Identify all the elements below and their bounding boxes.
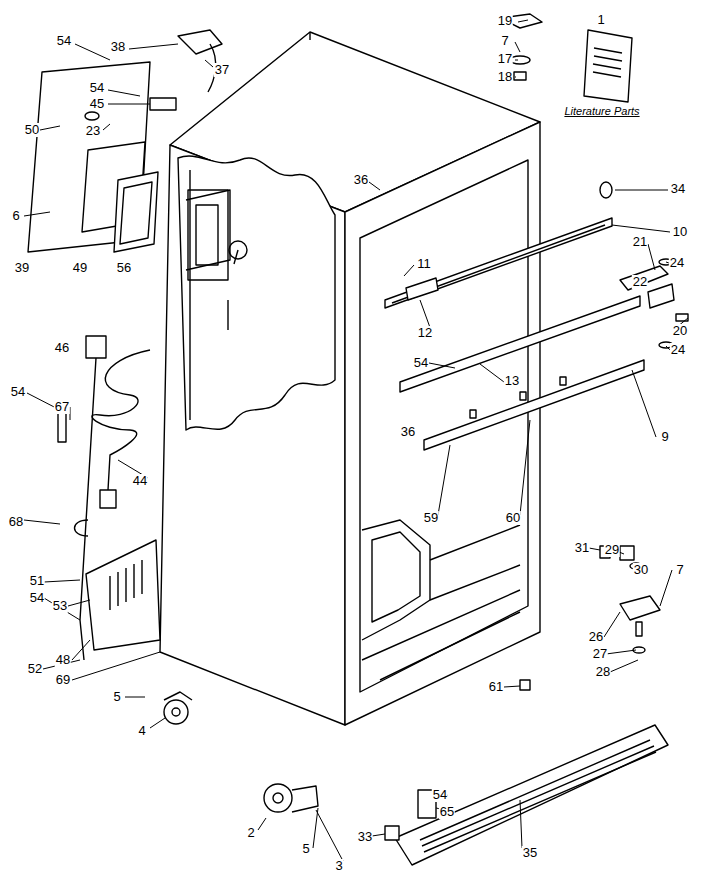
callout-number: 27: [592, 647, 608, 661]
callout-number: 6: [11, 209, 20, 223]
callout-number: 38: [110, 40, 126, 54]
callout-number: 53: [52, 599, 68, 613]
callout-number: 2: [246, 826, 255, 840]
callout-number: 33: [357, 830, 373, 844]
callout-number: 49: [72, 261, 88, 275]
callout-number: 4: [137, 724, 146, 738]
callout-number: 20: [672, 324, 688, 338]
callout-number: 54: [413, 356, 429, 370]
callout-number: 12: [417, 326, 433, 340]
callout-number: 46: [54, 341, 70, 355]
callout-number: 48: [55, 653, 71, 667]
callout-number: 61: [488, 680, 504, 694]
callout-number: 28: [595, 665, 611, 679]
callout-number: 19: [497, 14, 513, 28]
literature-label: Literature Parts: [563, 104, 640, 118]
callout-number: 31: [574, 541, 590, 555]
callout-number: 5: [301, 842, 310, 856]
callout-number: 69: [55, 673, 71, 687]
callout-number: 7: [500, 34, 509, 48]
callout-number: 11: [416, 257, 432, 271]
callout-number: 45: [89, 97, 105, 111]
callout-number: 13: [504, 374, 520, 388]
callout-number: 56: [116, 261, 132, 275]
callout-number: 29: [604, 543, 620, 557]
callout-number: 9: [660, 430, 669, 444]
callout-number: 36: [400, 425, 416, 439]
callout-number: 24: [669, 256, 685, 270]
callout-number: 3: [334, 859, 343, 873]
callout-number: 36: [353, 173, 369, 187]
callout-number: 24: [670, 343, 686, 357]
callout-number: 60: [505, 511, 521, 525]
callout-number: 22: [632, 275, 648, 289]
callout-number: 54: [89, 81, 105, 95]
callout-number: 54: [56, 34, 72, 48]
callout-number: 23: [85, 124, 101, 138]
callout-number: 51: [29, 574, 45, 588]
callout-number: 17: [497, 52, 513, 66]
callout-number: 18: [497, 70, 513, 84]
callout-number: 44: [132, 474, 148, 488]
callout-number: 37: [214, 63, 230, 77]
callout-number: 54: [432, 788, 448, 802]
callout-number: 59: [423, 511, 439, 525]
callout-number: 68: [8, 515, 24, 529]
callout-number: 30: [633, 563, 649, 577]
callout-number: 10: [672, 225, 688, 239]
callout-number: 54: [10, 385, 26, 399]
callout-number: 54: [29, 591, 45, 605]
callout-number: 34: [670, 182, 686, 196]
callout-number: 65: [439, 805, 455, 819]
callout-number: 21: [632, 235, 648, 249]
callout-number: 39: [14, 261, 30, 275]
callout-number: 7: [675, 563, 684, 577]
callout-number: 35: [522, 846, 538, 860]
callout-number: 1: [596, 13, 605, 27]
callout-number: 26: [588, 630, 604, 644]
callout-number: 50: [24, 123, 40, 137]
callout-number: 5: [112, 690, 121, 704]
callout-number: 67: [54, 400, 70, 414]
callout-number: 52: [27, 662, 43, 676]
